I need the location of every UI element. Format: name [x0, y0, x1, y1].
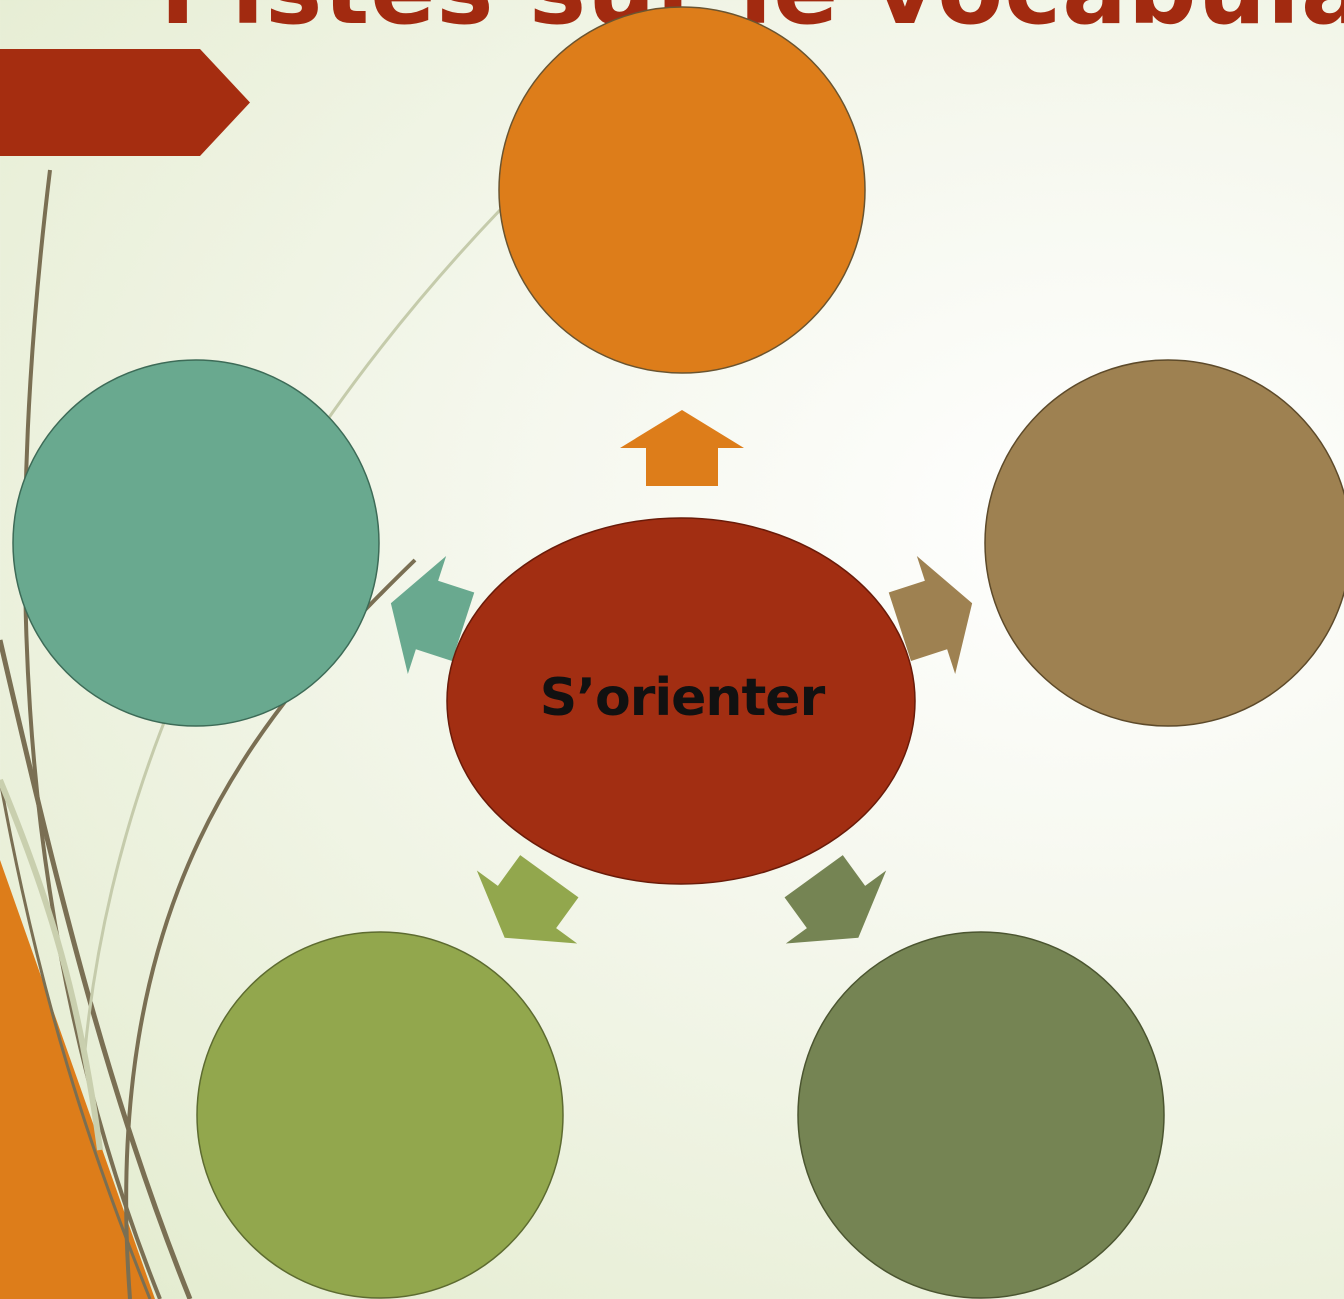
stem-2 [0, 639, 193, 1299]
node-circle-bottom-left [196, 931, 564, 1299]
node-circle-right [984, 359, 1344, 727]
center-node-label: S’orienter [539, 668, 825, 728]
stem-1 [23, 169, 162, 1299]
center-node [446, 517, 916, 885]
orange-wedge [0, 860, 155, 1299]
stem-6 [0, 778, 103, 1151]
node-circle-top [498, 6, 866, 374]
node-circle-left [12, 359, 380, 727]
arrow-right [888, 556, 973, 674]
arrow-left [390, 556, 475, 674]
arrow-top [620, 410, 744, 486]
arrow-bottom-left [476, 855, 579, 944]
title-banner [0, 49, 250, 156]
arrow-bottom-right [784, 855, 887, 944]
node-circle-bottom-right [797, 931, 1165, 1299]
